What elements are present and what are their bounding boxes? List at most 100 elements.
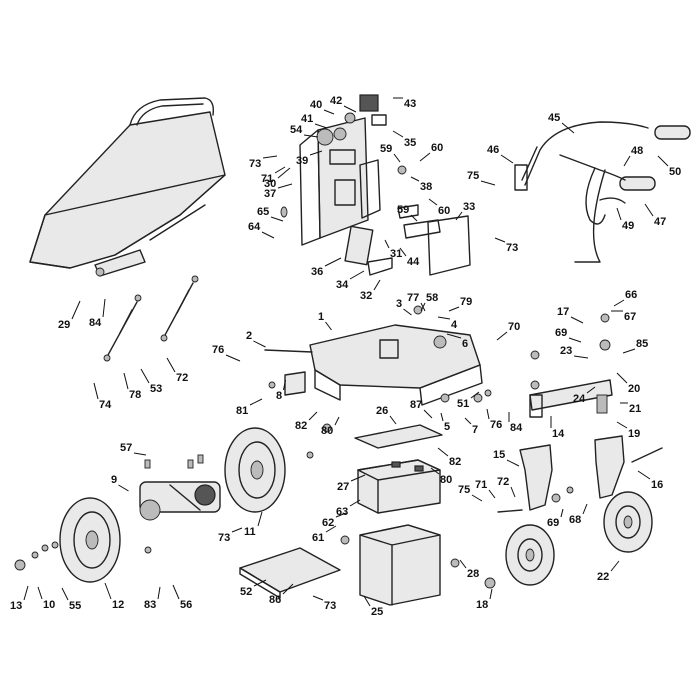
callout-12: 12 (112, 599, 124, 611)
leader-line (253, 340, 266, 348)
callout-25: 25 (371, 606, 383, 618)
callout-63: 63 (336, 506, 348, 518)
callout-18: 18 (476, 599, 488, 611)
leader-line (282, 583, 294, 595)
callout-55: 55 (69, 600, 81, 612)
callout-50: 50 (669, 166, 681, 178)
leader-line (231, 527, 243, 533)
callout-57: 57 (120, 442, 132, 454)
leader-line (496, 331, 508, 341)
leader-line (480, 180, 496, 186)
callout-23: 23 (560, 345, 572, 357)
skid-plate (239, 547, 341, 599)
callout-9: 9 (111, 474, 117, 486)
leader-line (350, 474, 366, 482)
leader-line (420, 302, 426, 312)
leader-line (561, 122, 575, 134)
leader-line (225, 354, 241, 362)
leader-line (61, 587, 69, 601)
callout-64: 64 (248, 221, 261, 233)
callout-73: 73 (249, 158, 261, 170)
leader-line (616, 207, 622, 221)
leader-line (637, 470, 651, 480)
callout-75: 75 (467, 170, 479, 182)
leader-line (440, 412, 444, 422)
callout-73: 73 (324, 600, 336, 612)
leader-line (389, 415, 397, 425)
callout-13: 13 (10, 600, 22, 612)
callout-72: 72 (176, 372, 188, 384)
leader-line (283, 379, 286, 391)
leader-lines (23, 97, 669, 607)
leader-line (622, 348, 636, 354)
callout-59: 59 (397, 204, 409, 216)
front-wheel-left (505, 524, 555, 586)
caster-assembly (497, 379, 663, 513)
callout-7: 7 (472, 424, 478, 436)
leader-line (486, 408, 490, 420)
leader-line (570, 316, 584, 324)
leader-line (616, 372, 628, 384)
leader-line (430, 467, 440, 475)
leader-line (623, 155, 631, 167)
callout-61: 61 (312, 532, 324, 544)
callout-54: 54 (290, 124, 303, 136)
callout-76: 76 (490, 419, 502, 431)
leader-line (249, 398, 263, 406)
leader-line (314, 123, 328, 129)
leader-line (657, 155, 669, 167)
callout-84: 84 (89, 317, 102, 329)
callout-3: 3 (396, 298, 402, 310)
callout-10: 10 (43, 599, 55, 611)
leader-line (312, 595, 324, 601)
leader-line (437, 316, 451, 320)
leader-line (582, 503, 588, 515)
callout-77: 77 (407, 292, 419, 304)
leader-line (93, 382, 99, 400)
leader-line (118, 484, 129, 492)
callout-41: 41 (301, 113, 313, 125)
callout-53: 53 (150, 383, 162, 395)
callout-4: 4 (451, 319, 458, 331)
callout-29: 29 (58, 319, 70, 331)
callout-14: 14 (552, 428, 565, 440)
leader-line (102, 298, 106, 318)
callout-31: 31 (390, 248, 402, 260)
leader-line (270, 216, 284, 222)
callout-46: 46 (487, 144, 499, 156)
callout-39: 39 (296, 155, 308, 167)
callout-80: 80 (440, 474, 452, 486)
leader-line (392, 130, 404, 138)
leader-line (308, 411, 318, 421)
leader-line (343, 105, 357, 113)
leader-line (166, 357, 176, 373)
callout-72: 72 (497, 476, 509, 488)
callout-82: 82 (449, 456, 461, 468)
leader-line (510, 486, 516, 498)
main-frame (264, 324, 483, 406)
callout-30: 30 (264, 178, 276, 190)
leader-line (23, 585, 29, 601)
leader-line (335, 512, 347, 518)
leader-line (494, 237, 506, 243)
leader-line (257, 511, 263, 527)
callout-1: 1 (318, 311, 324, 323)
callout-49: 49 (622, 220, 634, 232)
callout-84: 84 (510, 422, 523, 434)
leader-line (423, 409, 433, 419)
leader-line (610, 560, 620, 572)
callout-73: 73 (218, 532, 230, 544)
leader-line (133, 452, 147, 456)
callout-26: 26 (376, 405, 388, 417)
leader-line (560, 508, 564, 518)
leader-line (464, 417, 472, 425)
leader-line (363, 595, 371, 607)
leader-line (573, 355, 589, 359)
callout-8: 8 (276, 390, 282, 402)
callout-44: 44 (407, 256, 420, 268)
callout-82: 82 (295, 420, 307, 432)
front-wheel-right (603, 491, 653, 553)
callout-labels: 42 43 40 41 54 35 73 39 59 60 71 38 30 3… (10, 95, 681, 618)
dump-bucket (29, 97, 226, 277)
callout-76: 76 (212, 344, 224, 356)
